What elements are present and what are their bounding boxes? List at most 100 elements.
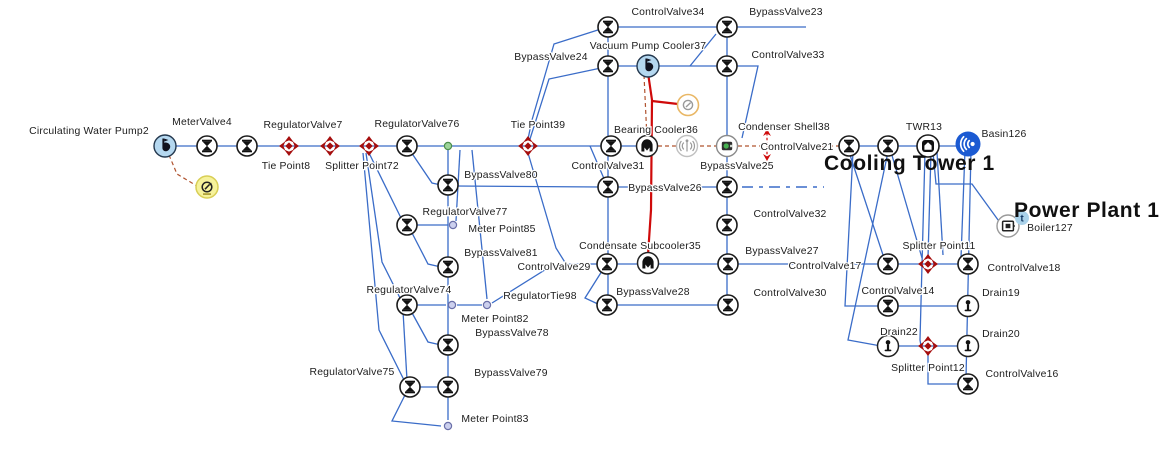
node-bypass-valve25[interactable]	[716, 176, 738, 198]
node-meter-valve4b[interactable]	[236, 135, 258, 157]
node-splitter-point12[interactable]	[918, 336, 938, 356]
node-drain22[interactable]	[876, 334, 900, 358]
node-boiler127[interactable]	[996, 214, 1020, 238]
label-control-valve30: ControlValve30	[753, 288, 826, 299]
label-bypass-valve78: BypassValve78	[475, 328, 548, 339]
node-tower-valve[interactable]	[877, 135, 899, 157]
node-regulator-valve77[interactable]	[396, 214, 418, 236]
label-circulating-water-pump2: Circulating Water Pump2	[29, 126, 149, 137]
node-tie-point39[interactable]	[518, 136, 538, 156]
node-meter-point82[interactable]	[447, 300, 457, 310]
node-regulator-tie98[interactable]	[482, 300, 492, 310]
node-transmitter[interactable]	[675, 134, 699, 158]
node-control-valve33[interactable]	[716, 55, 738, 77]
valve-icon	[396, 135, 418, 157]
node-regulator-valve74[interactable]	[396, 294, 418, 316]
node-bypass-valve78[interactable]	[437, 334, 459, 356]
node-condenser-shell38[interactable]	[715, 134, 739, 158]
node-regulator-valve7[interactable]	[320, 136, 340, 156]
label-splitter-point11: Splitter Point11	[903, 241, 976, 252]
gaugeO-icon	[676, 93, 700, 117]
greendot-icon	[443, 141, 453, 151]
node-junction84[interactable]	[443, 141, 453, 151]
label-bypass-valve80: BypassValve80	[464, 170, 537, 181]
label-regulator-valve74: RegulatorValve74	[366, 285, 451, 296]
label-meter-point82: Meter Point82	[461, 314, 528, 325]
node-bypass-valve26[interactable]	[597, 176, 619, 198]
node-regulator-valve75[interactable]	[399, 376, 421, 398]
node-gauge-yellow[interactable]	[195, 175, 219, 199]
label-bearing-cooler36: Bearing Cooler36	[614, 125, 698, 136]
node-bypass-valve28[interactable]	[596, 294, 618, 316]
pipe-blue	[527, 28, 602, 140]
node-meter-point83[interactable]	[443, 421, 453, 431]
node-boiler-badge[interactable]: t	[1015, 211, 1029, 225]
label-bypass-valve79: BypassValve79	[474, 368, 547, 379]
node-control-valve32[interactable]	[716, 214, 738, 236]
node-bypass-valve24[interactable]	[597, 55, 619, 77]
node-twr13[interactable]	[916, 134, 940, 158]
node-splitter-point72[interactable]	[359, 136, 379, 156]
node-vacuum-pump-cooler37[interactable]	[636, 54, 660, 78]
node-cv21-signal[interactable]	[763, 129, 771, 161]
node-control-valve16[interactable]	[957, 373, 979, 395]
node-control-valve30[interactable]	[717, 294, 739, 316]
equipment-nodes: t	[153, 16, 1029, 431]
drain-icon	[876, 334, 900, 358]
pipe-blue	[847, 151, 889, 347]
node-bypass-valve27[interactable]	[717, 253, 739, 275]
node-bypass-valve23[interactable]	[716, 16, 738, 38]
node-control-valve29[interactable]	[596, 253, 618, 275]
node-drain19[interactable]	[956, 294, 980, 318]
pipe-blue	[390, 392, 442, 427]
pipe-brownDash	[168, 154, 198, 187]
node-control-valve17[interactable]	[877, 253, 899, 275]
node-bearing-cooler36[interactable]	[635, 134, 659, 158]
label-splitter-point72: Splitter Point72	[325, 161, 399, 172]
pipe-blue	[529, 67, 602, 140]
pump-icon	[153, 134, 177, 158]
node-meter-valve4[interactable]	[196, 135, 218, 157]
label-vacuum-pump-cooler37: Vacuum Pump Cooler37	[590, 41, 706, 52]
node-circulating-water-pump2[interactable]	[153, 134, 177, 158]
pipe-blue	[927, 352, 961, 385]
node-gauge-orange[interactable]	[676, 93, 700, 117]
label-control-valve32: ControlValve32	[753, 209, 826, 220]
label-control-valve17: ControlValve17	[788, 261, 861, 272]
node-tie-point8[interactable]	[279, 136, 299, 156]
label-bypass-valve81: BypassValve81	[464, 248, 537, 259]
valve-icon	[196, 135, 218, 157]
node-control-valve14[interactable]	[877, 295, 899, 317]
node-splitter-point11[interactable]	[918, 254, 938, 274]
node-bypass-valve81[interactable]	[437, 256, 459, 278]
label-splitter-point12: Splitter Point12	[891, 363, 965, 374]
label-regulator-valve77: RegulatorValve77	[422, 207, 507, 218]
label-tie-point8: Tie Point8	[262, 161, 310, 172]
cooling-tower-group-title: Cooling Tower 1	[824, 152, 995, 175]
valve-icon	[957, 253, 979, 275]
pipe-blue	[362, 152, 406, 383]
node-regulator-valve76[interactable]	[396, 135, 418, 157]
pipe-blue	[890, 151, 923, 259]
node-bypass-valve79[interactable]	[437, 376, 459, 398]
node-control-valve21[interactable]	[838, 135, 860, 157]
node-control-valve34[interactable]	[597, 16, 619, 38]
pipe-blue	[368, 152, 403, 221]
node-control-valve31[interactable]	[600, 135, 622, 157]
node-basin126[interactable]	[955, 131, 981, 157]
label-condenser-shell38: Condenser Shell38	[738, 122, 830, 133]
pipe-blue	[932, 151, 1002, 225]
valve-icon	[596, 253, 618, 275]
node-control-valve18[interactable]	[957, 253, 979, 275]
valve-icon	[597, 55, 619, 77]
node-drain20[interactable]	[956, 334, 980, 358]
pipe-blue	[960, 149, 966, 259]
node-condensate-subcooler35[interactable]	[636, 251, 660, 275]
node-meter-point85[interactable]	[448, 220, 458, 230]
valve-icon	[597, 16, 619, 38]
label-control-valve18: ControlValve18	[987, 263, 1060, 274]
label-bypass-valve28: BypassValve28	[616, 287, 689, 298]
node-bypass-valve80[interactable]	[437, 174, 459, 196]
